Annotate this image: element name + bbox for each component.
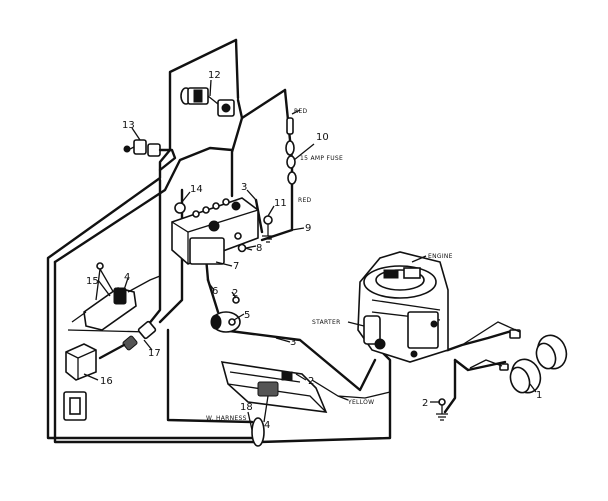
callout-16: 16 [100,376,113,387]
callout-numbers: 12 13 10 14 3 11 9 8 7 6 2 5 3 2 4 15 17… [86,70,542,431]
callout-17: 17 [148,348,161,359]
callout-4-bottom: 4 [264,420,270,431]
ground-bolt-8 [237,243,253,253]
harness-plate [220,361,328,447]
solenoid [210,296,241,333]
callout-3-bottom: 3 [290,337,296,348]
callout-7: 7 [233,261,239,272]
callout-2-right: 2 [422,398,428,409]
battery [171,197,259,265]
callout-3-top: 3 [241,182,247,193]
callout-10: 10 [316,132,329,143]
callout-11: 11 [274,198,287,209]
label-yellow: YELLOW [347,399,374,406]
connector-13 [123,139,177,172]
label-engine: ENGINE [428,253,453,260]
callout-12: 12 [208,70,221,81]
relay-box [63,343,97,421]
label-harness: W. HARNESS [206,415,247,422]
callout-9: 9 [305,223,311,234]
label-red-bottom: RED [298,197,312,204]
leader-lines [83,79,537,431]
engine [357,251,449,363]
callout-6: 6 [212,286,218,297]
callout-2-harness: 2 [308,376,314,387]
callout-8: 8 [256,243,262,254]
headlights [461,321,568,394]
callout-18: 18 [240,402,253,413]
label-starter: STARTER [312,319,341,326]
callout-4-top: 4 [124,272,130,283]
key-switch [180,87,235,117]
fuse-holder [285,117,297,185]
callout-14: 14 [190,184,203,195]
label-red-top: RED [294,108,308,115]
callout-15: 15 [86,276,99,287]
callout-5: 5 [244,310,250,321]
callout-1: 1 [536,390,542,401]
switch-bracket [67,262,161,333]
callout-2-mid: 2 [232,288,238,299]
wire-labels: RED 15 AMP FUSE RED ENGINE STARTER YELLO… [206,108,453,422]
ground-bolt-11 [262,215,274,243]
connector-17 [98,320,157,360]
label-fuse: 15 AMP FUSE [300,155,343,162]
callout-13: 13 [122,120,135,131]
